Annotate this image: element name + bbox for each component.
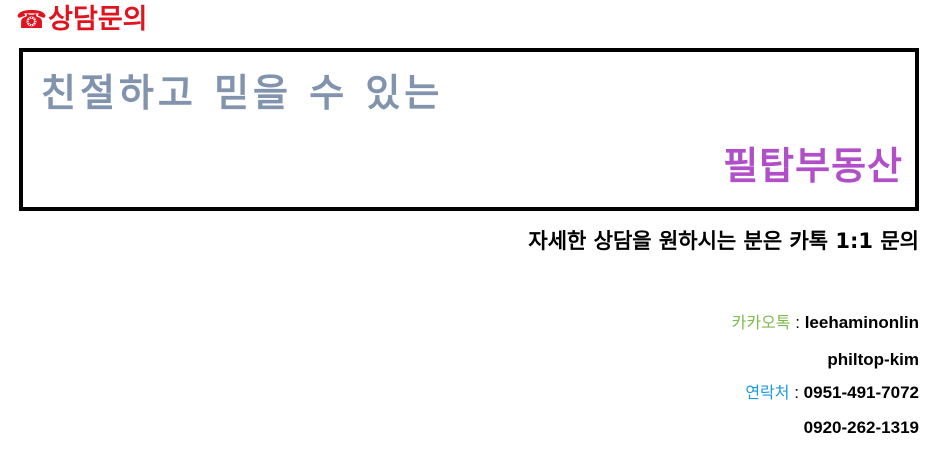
kakao-id[interactable]: leehaminonlin: [804, 313, 919, 332]
kakao-label: 카카오톡: [731, 313, 791, 332]
phone-number[interactable]: 0920-262-1319: [803, 418, 919, 437]
phone-contact-row-2: 0920-262-1319: [804, 419, 919, 436]
slogan-text: 친절하고 믿을 수 있는: [41, 71, 444, 115]
kakao-contact-row-2: philtop-kim: [827, 351, 919, 368]
kakao-consult-notice: 자세한 상담을 원하시는 분은 카톡 1:1 문의: [528, 229, 919, 253]
phone-label: 연락처: [745, 383, 790, 402]
kakao-id[interactable]: philtop-kim: [827, 350, 919, 369]
consultation-heading: ☎ 상담문의: [16, 2, 148, 36]
company-name: 필탑부동산: [723, 144, 903, 188]
separator: :: [790, 313, 805, 332]
phone-icon: ☎: [16, 4, 48, 34]
kakao-contact-row: 카카오톡 : leehaminonlin: [732, 314, 919, 331]
phone-number[interactable]: 0951-491-7072: [803, 383, 919, 402]
phone-contact-row: 연락처 : 0951-491-7072: [745, 384, 919, 401]
separator: :: [789, 383, 804, 402]
consultation-title: 상담문의: [48, 3, 148, 35]
slogan-banner: 친절하고 믿을 수 있는 필탑부동산: [19, 48, 919, 211]
